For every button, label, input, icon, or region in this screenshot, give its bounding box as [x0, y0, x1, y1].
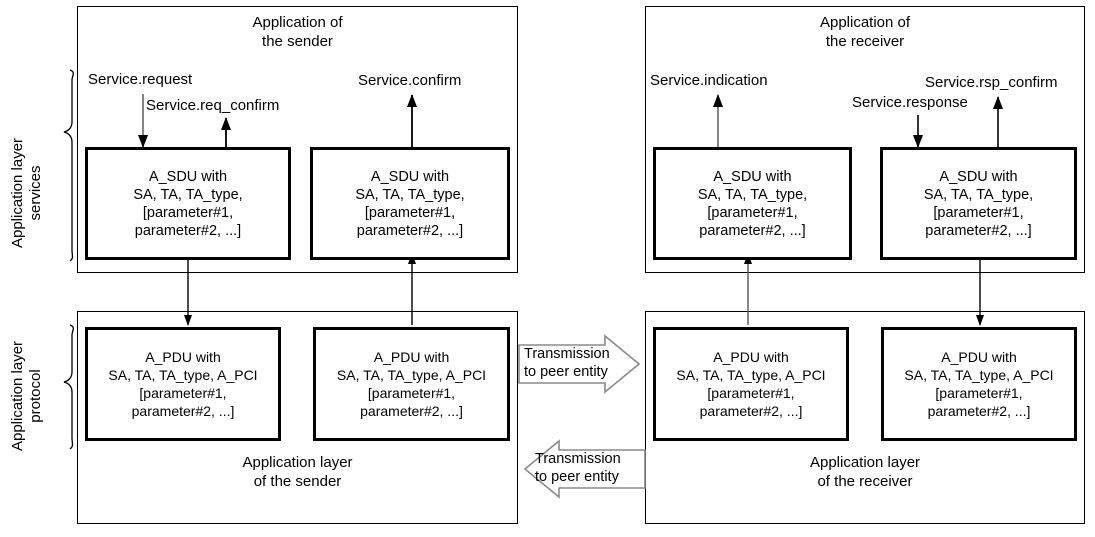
block-arrow-transmission-backward	[523, 439, 646, 499]
panel-receiver-layer-title: Application layer of the receiver	[809, 454, 921, 490]
sdu-box-sender-request: A_SDU with SA, TA, TA_type, [parameter#1…	[85, 147, 291, 260]
sdu-box-receiver-response: A_SDU with SA, TA, TA_type, [parameter#1…	[880, 147, 1077, 260]
side-label-application-layer-services: Application layer services	[9, 137, 44, 249]
label-service-response: Service.response	[852, 94, 968, 111]
label-transmission-backward: Transmission to peer entity	[535, 451, 621, 485]
sdu-box-sender-confirm: A_SDU with SA, TA, TA_type, [parameter#1…	[310, 147, 510, 260]
pdu-box-receiver-out: A_PDU with SA, TA, TA_type, A_PCI [param…	[881, 327, 1077, 441]
brace-application-layer-services	[63, 69, 74, 262]
label-service-indication: Service.indication	[650, 72, 768, 89]
pdu-box-receiver-in: A_PDU with SA, TA, TA_type, A_PCI [param…	[653, 327, 849, 441]
panel-receiver-application-title: Application of the receiver	[819, 14, 911, 50]
side-label-application-layer-protocol: Application layer protocol	[9, 340, 44, 452]
label-service-rsp-confirm: Service.rsp_confirm	[925, 74, 1058, 91]
pdu-box-sender-out: A_PDU with SA, TA, TA_type, A_PCI [param…	[85, 327, 281, 441]
label-service-req-confirm: Service.req_confirm	[146, 97, 280, 114]
sdu-box-receiver-indication: A_SDU with SA, TA, TA_type, [parameter#1…	[653, 147, 852, 260]
label-service-request: Service.request	[88, 71, 193, 88]
panel-sender-application-title: Application of the sender	[252, 14, 343, 50]
label-transmission-forward: Transmission to peer entity	[524, 346, 610, 380]
brace-application-layer-protocol	[63, 324, 74, 450]
label-service-confirm: Service.confirm	[358, 72, 462, 89]
block-arrow-transmission-forward	[518, 334, 641, 394]
pdu-box-sender-in: A_PDU with SA, TA, TA_type, A_PCI [param…	[313, 327, 510, 441]
panel-sender-layer-title: Application layer of the sender	[242, 454, 353, 490]
